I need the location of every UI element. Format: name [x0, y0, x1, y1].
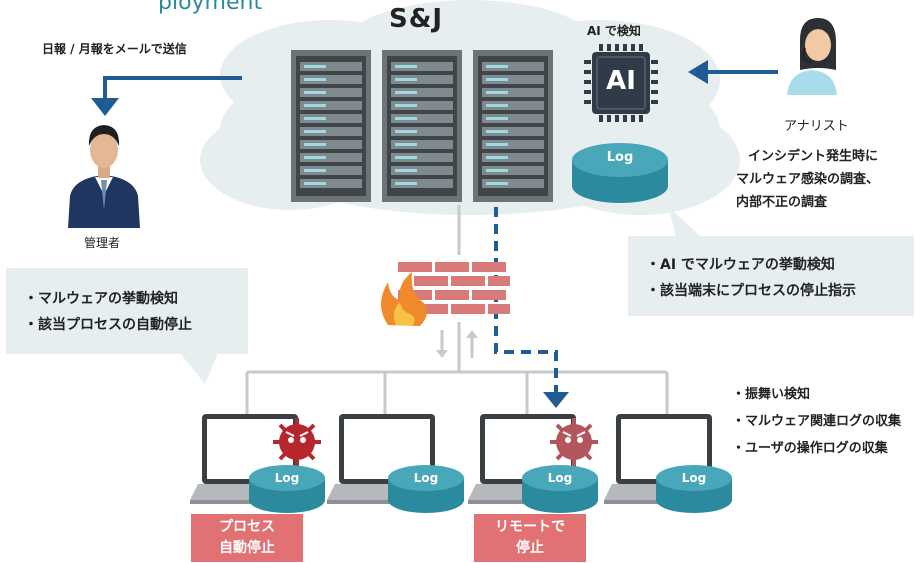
server-log-label: Log	[606, 150, 634, 165]
feature-behavior-detection: ・振舞い検知	[732, 387, 811, 402]
ai-chip-text: AI	[606, 66, 636, 96]
callout-server-ai: ・AI でマルウェアの挙動検知 ・該当端末にプロセスの停止指示	[628, 236, 914, 316]
analyst-label: アナリスト	[784, 119, 849, 134]
callout-left-line-1: ・マルウェアの挙動検知	[24, 291, 178, 307]
remote-stop-line-1: リモートで	[495, 519, 565, 535]
remote-stop-arrowhead	[543, 392, 569, 408]
callout-right-line-1: ・AI でマルウェアの挙動検知	[646, 257, 835, 273]
endpoint-log-label-4: Log	[681, 471, 707, 485]
feature-user-log-collection: ・ユーザの操作ログの収集	[732, 441, 888, 456]
analyst-note-line-3: 内部不正の調査	[736, 195, 828, 210]
manager-label: 管理者	[84, 236, 121, 250]
callout-left-line-2: ・該当プロセスの自動停止	[24, 317, 192, 333]
analyst-note-line-1: インシデント発生時に	[748, 149, 879, 164]
auto-stop-badge: プロセス 自動停止	[191, 514, 303, 562]
feature-malware-log-collection: ・マルウェア関連ログの収集	[732, 414, 902, 429]
company-title: S&J	[389, 4, 444, 34]
auto-stop-line-2: 自動停止	[219, 540, 275, 556]
malware-icon-1	[273, 418, 321, 466]
remote-stop-line-2: 停止	[516, 540, 544, 556]
auto-stop-line-1: プロセス	[219, 519, 275, 535]
partial-title: ployment	[158, 0, 263, 15]
report-label: 日報 / 月報をメールで送信	[42, 42, 187, 56]
remote-stop-badge: リモートで 停止	[474, 514, 586, 562]
endpoint-log-label-3: Log	[547, 471, 573, 485]
callout-endpoint-agent: ・マルウェアの挙動検知 ・該当プロセスの自動停止	[6, 268, 248, 354]
callout-right-line-2: ・該当端末にプロセスの停止指示	[646, 283, 856, 299]
malware-icon-2	[550, 418, 598, 466]
ai-detect-label: AI で検知	[587, 24, 641, 38]
endpoint-log-label-1: Log	[274, 471, 300, 485]
analyst-note-line-2: マルウェア感染の調査、	[736, 172, 880, 187]
endpoint-log-label-2: Log	[413, 471, 439, 485]
